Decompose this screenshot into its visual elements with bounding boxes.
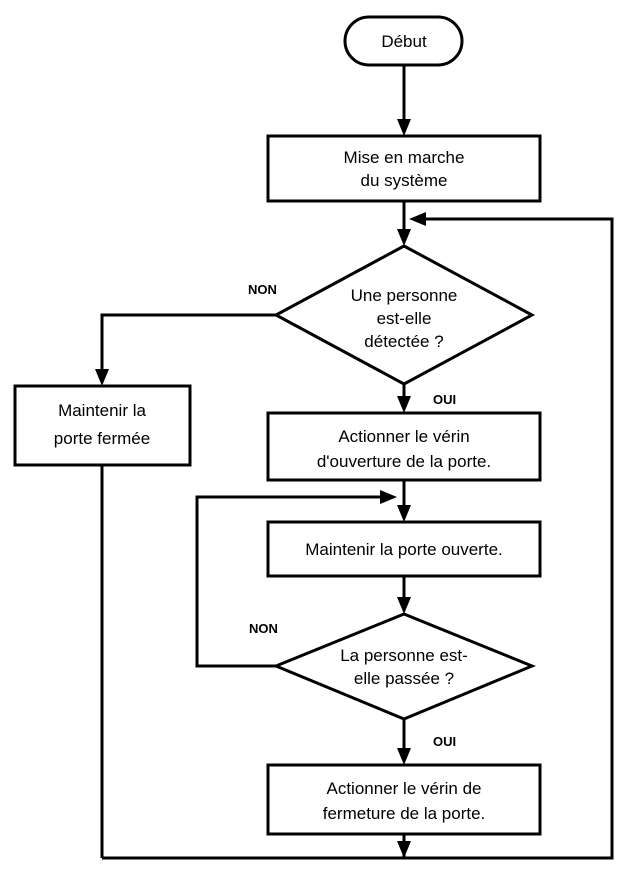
power-on-node: Mise en marche du système bbox=[266, 134, 542, 203]
close-actuator-shape bbox=[266, 763, 542, 836]
arrowheads bbox=[95, 119, 426, 858]
connector-return-loop bbox=[102, 217, 614, 860]
start-node: Début bbox=[343, 15, 464, 67]
keep-closed-shape bbox=[13, 384, 192, 467]
passed-decision-line-1: La personne est- bbox=[340, 646, 468, 665]
start-label: Début bbox=[381, 32, 427, 51]
arrowhead-to-close bbox=[397, 748, 411, 765]
keep-open-node: Maintenir la porte ouverte. bbox=[266, 520, 542, 578]
detect-no-label: NON bbox=[248, 282, 277, 297]
arrowhead-to-detect bbox=[397, 229, 411, 246]
passed-yes-label: OUI bbox=[433, 734, 456, 749]
arrowhead-bottom-merge bbox=[397, 841, 411, 858]
arrowhead-to-keep-closed bbox=[95, 369, 109, 386]
passed-decision-node: La personne est- elle passée ? bbox=[272, 612, 536, 721]
connector-detect-no-to-keep-closed bbox=[100, 313, 276, 372]
arrowhead-to-passed bbox=[397, 597, 411, 614]
keep-closed-line-2: porte fermée bbox=[54, 429, 150, 448]
arrowhead-loop-return bbox=[380, 490, 397, 504]
passed-no-label: NON bbox=[249, 621, 278, 636]
open-actuator-shape bbox=[266, 411, 542, 482]
detect-decision-shape bbox=[272, 244, 536, 386]
open-actuator-line-2: d'ouverture de la porte. bbox=[317, 452, 491, 471]
arrowhead-to-keep-open bbox=[397, 505, 411, 522]
detect-yes-label: OUI bbox=[433, 392, 456, 407]
keep-open-label: Maintenir la porte ouverte. bbox=[305, 540, 503, 559]
detect-decision-line-3: détectée ? bbox=[364, 332, 443, 351]
passed-decision-line-2: elle passée ? bbox=[354, 669, 454, 688]
power-on-shape bbox=[266, 134, 542, 203]
connectors bbox=[100, 65, 614, 860]
keep-open-shape bbox=[266, 520, 542, 578]
open-actuator-line-1: Actionner le vérin bbox=[338, 427, 469, 446]
close-actuator-line-1: Actionner le vérin de bbox=[327, 779, 482, 798]
passed-decision-shape bbox=[272, 612, 536, 721]
start-shape bbox=[343, 15, 464, 67]
connector-passed-no-loop bbox=[195, 495, 384, 668]
power-on-line-2: du système bbox=[361, 171, 448, 190]
keep-closed-line-1: Maintenir la bbox=[58, 401, 146, 420]
close-actuator-line-2: fermeture de la porte. bbox=[323, 804, 486, 823]
detect-decision-line-1: Une personne bbox=[351, 286, 458, 305]
open-actuator-node: Actionner le vérin d'ouverture de la por… bbox=[266, 411, 542, 482]
close-actuator-node: Actionner le vérin de fermeture de la po… bbox=[266, 763, 542, 836]
arrowhead-return-to-detect bbox=[409, 212, 426, 226]
detect-decision-node: Une personne est-elle détectée ? bbox=[272, 244, 536, 386]
keep-closed-node: Maintenir la porte fermée bbox=[13, 384, 192, 467]
arrowhead-to-open bbox=[397, 396, 411, 413]
power-on-line-1: Mise en marche bbox=[344, 148, 465, 167]
arrowhead-to-power-on bbox=[397, 119, 411, 136]
detect-decision-line-2: est-elle bbox=[377, 309, 432, 328]
